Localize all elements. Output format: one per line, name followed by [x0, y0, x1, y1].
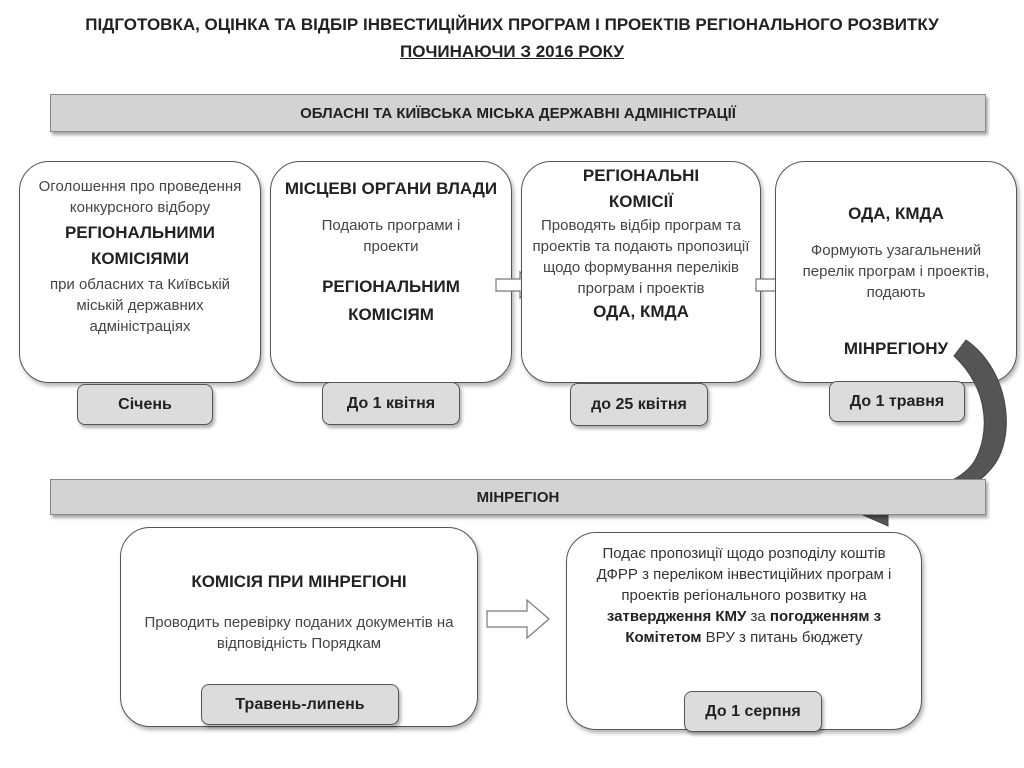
step4-text: Формують узагальнений перелік програм і …	[802, 242, 990, 301]
step5-text: Проводить перевірку поданих документів н…	[144, 614, 454, 652]
date-badge-step2: До 1 квітня	[322, 382, 460, 425]
band-minregion-label: МІНРЕГІОН	[476, 488, 560, 506]
step-card-announcement: Оголошення про проведення конкурсного ві…	[19, 161, 261, 383]
step6-text-part2: за	[746, 608, 770, 625]
step-card-regional-commissions: РЕГІОНАЛЬНІ КОМІСІЇ Проводять відбір про…	[521, 161, 761, 383]
step3-bold2: ОДА, КМДА	[593, 302, 689, 321]
step6-bold-approval: затвердження КМУ	[606, 608, 747, 625]
step1-text1: Оголошення про проведення конкурсного ві…	[38, 178, 242, 216]
date-badge-step1: Січень	[77, 384, 213, 425]
step4-bold1: ОДА, КМДА	[848, 204, 944, 223]
date-label-step1: Січень	[118, 395, 172, 413]
date-label-step5: Травень-липень	[235, 695, 365, 713]
step5-bold: КОМІСІЯ ПРИ МІНРЕГІОНІ	[191, 572, 407, 591]
arrow-right-icon	[486, 598, 550, 640]
band-regional-administrations-label: ОБЛАСНІ ТА КИЇВСЬКА МІСЬКА ДЕРЖАВНІ АДМІ…	[300, 104, 736, 122]
step2-text: Подають програми і проекти	[321, 217, 461, 255]
step-card-local-authorities: МІСЦЕВІ ОРГАНИ ВЛАДИ Подають програми і …	[270, 161, 512, 383]
band-regional-administrations: ОБЛАСНІ ТА КИЇВСЬКА МІСЬКА ДЕРЖАВНІ АДМІ…	[50, 94, 986, 132]
step4-bold2: МІНРЕГІОНУ	[843, 339, 949, 358]
date-badge-step5: Травень-липень	[201, 684, 399, 725]
step6-text: Подає пропозиції щодо розподілу коштів Д…	[581, 543, 907, 648]
date-label-step6: До 1 серпня	[705, 702, 801, 720]
step-card-oda-kmda: ОДА, КМДА Формують узагальнений перелік …	[775, 161, 1017, 383]
step3-text: Проводять відбір програм та проектів та …	[532, 217, 750, 297]
date-badge-step4: До 1 травня	[829, 381, 965, 422]
step3-bold1: РЕГІОНАЛЬНІ КОМІСІЇ	[582, 166, 700, 211]
date-label-step3: до 25 квітня	[591, 395, 687, 413]
step2-bold2: РЕГІОНАЛЬНИМ КОМІСІЯМ	[322, 277, 460, 324]
date-badge-step3: до 25 квітня	[570, 383, 708, 426]
date-label-step2: До 1 квітня	[346, 394, 436, 412]
step6-bold-committee: погодженням з Комітетом	[625, 608, 882, 646]
page-subtitle: ПОЧИНАЮЧИ З 2016 РОКУ	[400, 42, 624, 61]
step6-text-part3: ВРУ з питань бюджету	[701, 629, 863, 646]
step6-text-part1: Подає пропозиції щодо розподілу коштів Д…	[596, 545, 892, 604]
step1-text2: при обласних та Київській міській держав…	[49, 276, 231, 335]
band-minregion: МІНРЕГІОН	[50, 479, 986, 515]
step2-bold1: МІСЦЕВІ ОРГАНИ ВЛАДИ	[284, 179, 498, 198]
step1-bold: РЕГІОНАЛЬНИМИ КОМІСІЯМИ	[64, 223, 216, 268]
page-title: ПІДГОТОВКА, ОЦІНКА ТА ВІДБІР ІНВЕСТИЦІЙН…	[85, 15, 939, 34]
date-label-step4: До 1 травня	[849, 392, 945, 410]
date-badge-step6: До 1 серпня	[684, 691, 822, 732]
